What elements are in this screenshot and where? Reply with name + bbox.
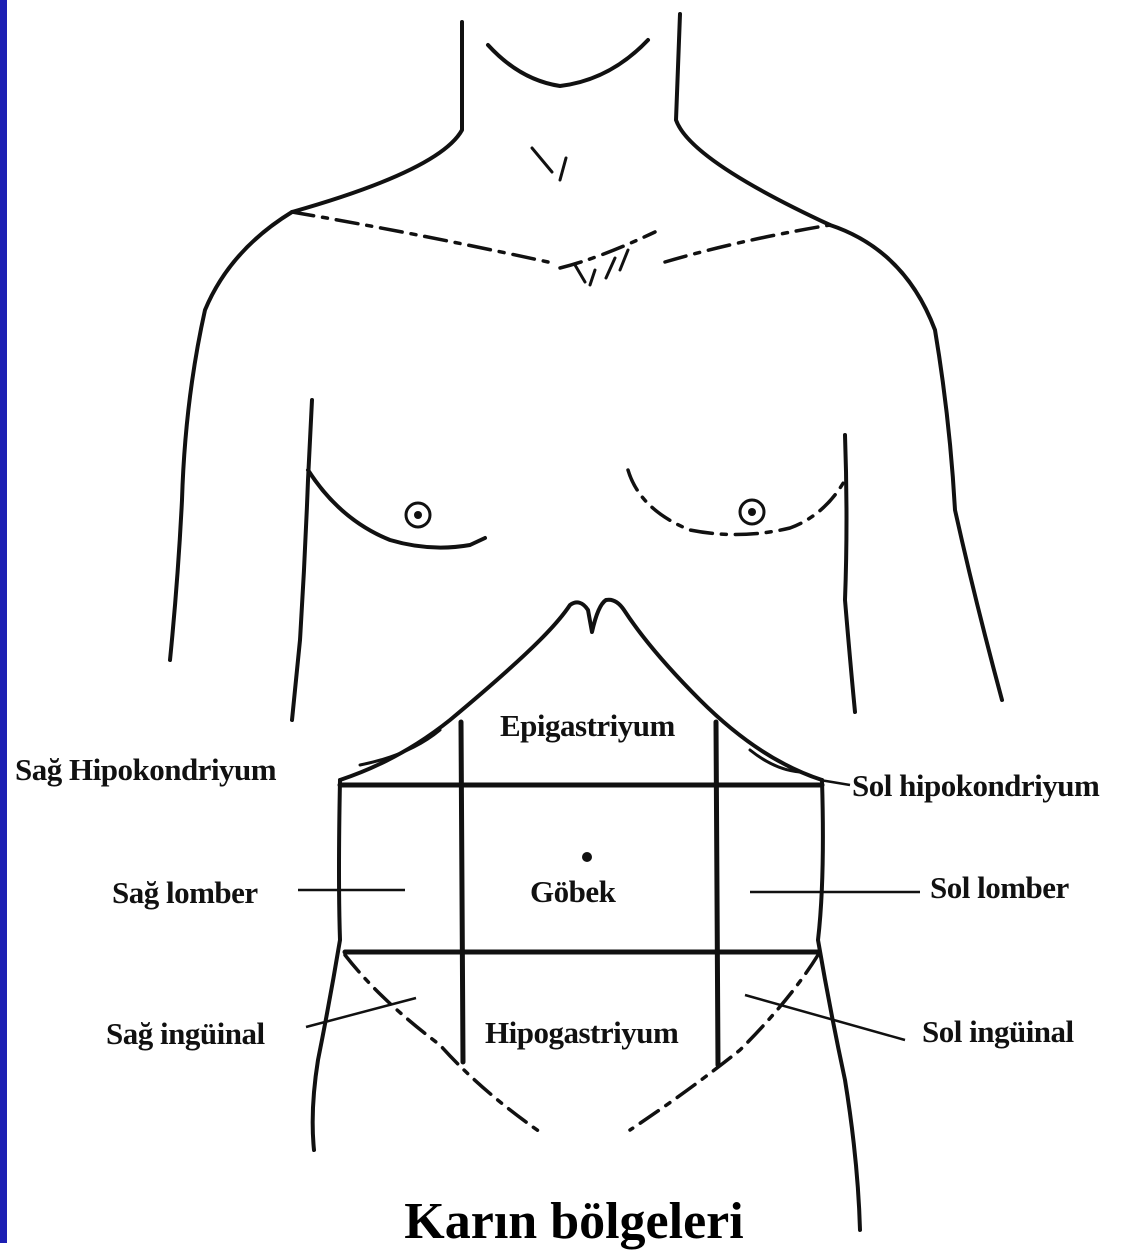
right-pectoral xyxy=(628,470,845,535)
neck-right-outline xyxy=(676,14,830,225)
leader-sol-hipokondriyum xyxy=(820,780,850,785)
left-inner-arm xyxy=(292,400,312,720)
label-hipogastriyum: Hipogastriyum xyxy=(485,1015,678,1051)
diagram-caption: Karın bölgeleri xyxy=(0,1192,1148,1251)
left-shoulder-arm xyxy=(170,212,292,660)
neck-notch xyxy=(488,40,648,86)
throat-mark xyxy=(532,148,566,180)
clavicle-line xyxy=(292,212,830,268)
label-sag-inguinal: Sağ ingüinal xyxy=(106,1016,265,1052)
left-nipple-center xyxy=(414,511,422,519)
torso-right-side xyxy=(818,780,860,1230)
umbilicus-dot xyxy=(582,852,592,862)
label-sag-hipokondriyum: Sağ Hipokondriyum xyxy=(15,752,276,788)
left-midclavicular-line xyxy=(461,722,463,1062)
right-inner-arm xyxy=(845,435,855,712)
label-sol-hipokondriyum: Sol hipokondriyum xyxy=(852,768,1099,804)
label-sol-inguinal: Sol ingüinal xyxy=(922,1014,1074,1050)
label-epigastriyum: Epigastriyum xyxy=(500,708,675,744)
label-sol-lomber: Sol lomber xyxy=(930,870,1069,906)
torso-left-side xyxy=(313,780,340,1150)
label-gobek: Göbek xyxy=(530,874,615,910)
right-nipple-center xyxy=(748,508,756,516)
right-shoulder-arm xyxy=(830,225,1002,700)
label-sag-lomber: Sağ lomber xyxy=(112,875,258,911)
neck-left-outline xyxy=(292,22,462,212)
costal-margin xyxy=(340,600,822,780)
left-pectoral xyxy=(308,470,485,548)
right-midclavicular-line xyxy=(716,722,718,1065)
